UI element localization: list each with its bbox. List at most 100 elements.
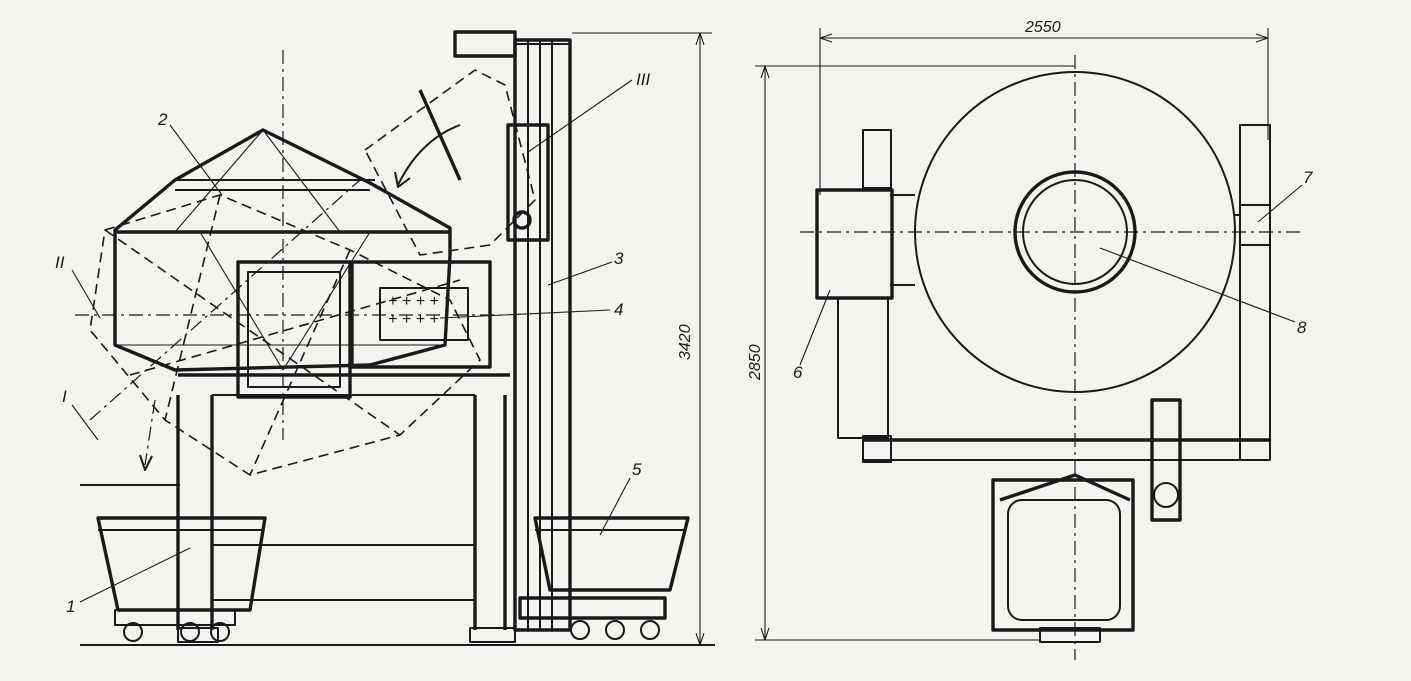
height-dim-value: 3420 <box>677 324 694 360</box>
wheel-left-3 <box>210 622 230 642</box>
panel-frame-right <box>350 260 492 369</box>
drum-tilted-outline <box>89 194 481 476</box>
drum-tilted-diag-1 <box>104 229 401 436</box>
bowl-left-body <box>96 516 267 612</box>
lift-column <box>453 30 572 632</box>
frame-right-post <box>1239 124 1271 461</box>
mixing-drum-tilted <box>89 179 481 476</box>
bowl-trolley-left <box>80 484 267 642</box>
leader-4 <box>439 309 611 319</box>
width-arrow-left-icon <box>819 33 833 43</box>
stand-foot-right <box>469 627 516 643</box>
label-3: 3 <box>614 249 624 268</box>
leader-5 <box>599 477 631 536</box>
leader-2 <box>169 124 223 196</box>
plan-trolley-chute <box>999 473 1131 502</box>
plan-frame <box>837 124 1271 463</box>
wheel-left-2 <box>180 622 200 642</box>
keypad-marks-2: + + + + <box>388 311 439 328</box>
frame-left-post <box>837 297 889 439</box>
height-arrow-bottom-icon <box>695 632 705 646</box>
depth-dim-value: 2850 <box>747 344 764 381</box>
control-panel: + + + + + + + + <box>236 260 492 399</box>
plan-trolley-base <box>1039 627 1101 643</box>
label-8: 8 <box>1297 318 1307 337</box>
column-outer <box>513 38 572 632</box>
depth-arrow-top-icon <box>760 65 770 79</box>
drive-motor-top <box>453 30 517 58</box>
plan-trolley-inner <box>1007 499 1121 621</box>
label-1: 1 <box>66 597 75 616</box>
frame-left-top-post <box>862 129 892 189</box>
drum-opening-outer <box>1013 170 1137 294</box>
label-I: I <box>62 387 67 406</box>
width-dim-value: 2550 <box>1024 19 1061 36</box>
plan-drive-wheel <box>1153 482 1179 508</box>
wheel-left-1 <box>123 622 143 642</box>
drum-facet-1 <box>174 129 264 233</box>
depth-dimension: 2850 <box>747 65 1075 641</box>
drum-tilted-diag-4 <box>129 279 461 376</box>
panel-window-left <box>247 271 341 388</box>
carriage-pivot <box>512 210 532 230</box>
drum-opening-inner <box>1022 179 1128 285</box>
label-4: 4 <box>614 300 623 319</box>
drum-tilted-diag-3 <box>249 249 351 476</box>
right-bearing <box>1239 204 1271 246</box>
drum-facet-3 <box>199 231 284 371</box>
frame-bottom-left-foot <box>862 435 892 463</box>
leader-1 <box>79 547 191 603</box>
plan-labels: 6 7 8 <box>793 168 1313 382</box>
depth-arrow-bottom-icon <box>760 627 770 641</box>
plan-view: 2550 2850 <box>747 19 1313 660</box>
bowl-left-base <box>114 609 236 626</box>
height-dimension: 3420 <box>572 32 712 646</box>
raise-arrow-icon <box>394 171 411 188</box>
height-arrow-top-icon <box>695 32 705 46</box>
drum-raised-outline <box>364 69 536 256</box>
mixing-drum-upright <box>113 128 452 372</box>
wheel-right-2 <box>605 620 625 640</box>
bowl-right-body <box>533 516 690 592</box>
label-6: 6 <box>793 363 803 382</box>
width-arrow-right-icon <box>1255 33 1269 43</box>
side-elevation-view: + + + + + + + + <box>55 30 715 646</box>
leader-3 <box>547 261 613 286</box>
drum-outer-circle <box>914 71 1236 393</box>
leader-8 <box>1099 247 1296 323</box>
leader-6 <box>799 289 831 366</box>
width-dimension: 2550 <box>819 19 1269 195</box>
support-stand <box>176 373 516 643</box>
trolley-right-platform <box>518 596 667 620</box>
label-5: 5 <box>632 460 642 479</box>
label-2: 2 <box>157 110 168 129</box>
leader-I <box>71 404 99 441</box>
mixing-drum-raised <box>364 69 536 256</box>
carriage <box>506 123 550 242</box>
leader-7 <box>1257 184 1303 223</box>
bowl-trolley-right <box>518 516 690 640</box>
discharge-arrow-shaft <box>144 399 156 466</box>
side-labels: 2 3 4 5 1 II I III <box>55 70 650 616</box>
label-III: III <box>636 70 650 89</box>
raise-arrow-arc <box>397 124 461 186</box>
panel-keypad <box>379 287 469 341</box>
keypad-marks-1: + + + + <box>388 293 439 310</box>
leader-II <box>71 269 101 319</box>
drum-body-outline <box>113 128 452 372</box>
leader-III <box>527 79 633 153</box>
label-7: 7 <box>1303 168 1313 187</box>
wheel-right-1 <box>570 620 590 640</box>
drum-facet-2 <box>262 129 341 233</box>
tilt-axis-I <box>89 179 361 421</box>
discharge-arrow-icon <box>139 454 153 471</box>
plan-drive-unit <box>1150 398 1182 522</box>
label-II: II <box>55 253 65 272</box>
wheel-right-3 <box>640 620 660 640</box>
drum-tilted-diag-2 <box>164 194 221 421</box>
gearbox <box>815 188 894 300</box>
plan-trolley <box>991 398 1182 643</box>
panel-frame-left <box>236 260 352 399</box>
